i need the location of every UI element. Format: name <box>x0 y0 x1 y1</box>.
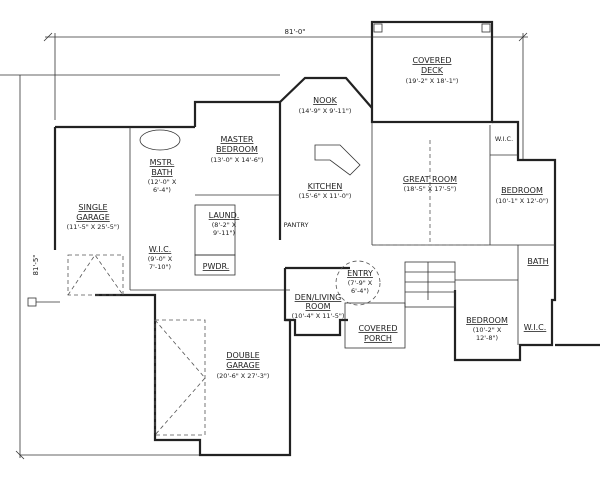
overall-depth-label: 81'-5" <box>32 254 40 275</box>
overall-width-label: 81'-0" <box>284 28 305 36</box>
room-laundry: LAUND. (8'-2" X 9'-11") <box>209 211 240 237</box>
svg-text:BEDROOM: BEDROOM <box>466 316 508 325</box>
dimension-lines <box>0 32 528 460</box>
room-double-garage: DOUBLE GARAGE (20'-6" X 27'-3") <box>217 351 270 380</box>
room-bath: BATH <box>527 257 548 266</box>
svg-text:6'-4"): 6'-4") <box>351 287 369 295</box>
svg-text:BEDROOM: BEDROOM <box>216 145 258 154</box>
svg-text:KITCHEN: KITCHEN <box>308 182 343 191</box>
svg-text:GARAGE: GARAGE <box>226 361 260 370</box>
room-bedroom-lower: BEDROOM (10'-2" X 12'-8") <box>466 316 508 342</box>
svg-text:MSTR.: MSTR. <box>150 158 175 167</box>
room-master-bedroom: MASTER BEDROOM (13'-0" X 14'-6") <box>211 135 264 164</box>
svg-text:ROOM: ROOM <box>305 302 330 311</box>
svg-text:(8'-2" X: (8'-2" X <box>212 221 237 229</box>
svg-text:(15'-6" X 11'-0"): (15'-6" X 11'-0") <box>299 192 352 200</box>
svg-text:DOUBLE: DOUBLE <box>226 351 259 360</box>
svg-text:BATH: BATH <box>151 168 172 177</box>
svg-text:(10'-4" X 11'-5"): (10'-4" X 11'-5") <box>292 312 345 320</box>
room-bedroom-right: BEDROOM (10'-1" X 12'-0") <box>496 186 549 205</box>
svg-text:DEN/LIVING: DEN/LIVING <box>295 293 342 302</box>
svg-text:(10'-2" X: (10'-2" X <box>473 326 502 334</box>
stairs <box>404 261 456 308</box>
svg-text:MASTER: MASTER <box>221 135 254 144</box>
svg-text:LAUND.: LAUND. <box>209 211 240 220</box>
room-kitchen: KITCHEN (15'-6" X 11'-0") <box>299 182 352 200</box>
svg-text:(19'-2" X 18'-1"): (19'-2" X 18'-1") <box>406 77 459 85</box>
room-single-garage: SINGLE GARAGE (11'-5" X 25'-5") <box>67 203 120 231</box>
svg-text:(14'-9" X 9'-11"): (14'-9" X 9'-11") <box>299 107 352 115</box>
svg-text:NOOK: NOOK <box>313 96 338 105</box>
room-master-bath: MSTR. BATH (12'-0" X 6'-4") <box>148 158 177 194</box>
svg-text:(11'-5" X 25'-5"): (11'-5" X 25'-5") <box>67 223 120 231</box>
room-pantry: PANTRY <box>284 221 309 229</box>
svg-text:7'-10"): 7'-10") <box>149 263 171 271</box>
svg-text:SINGLE: SINGLE <box>78 203 107 212</box>
svg-text:BEDROOM: BEDROOM <box>501 186 543 195</box>
svg-text:(13'-0" X 14'-6"): (13'-0" X 14'-6") <box>211 156 264 164</box>
svg-text:PORCH: PORCH <box>364 334 392 343</box>
svg-text:COVERED: COVERED <box>412 56 451 65</box>
svg-text:ENTRY: ENTRY <box>347 269 373 278</box>
room-powder: PWDR. <box>203 262 230 271</box>
room-wic-master: W.I.C. (9'-0" X 7'-10") <box>148 245 173 271</box>
walls <box>27 20 600 457</box>
svg-text:(12'-0" X: (12'-0" X <box>148 178 177 186</box>
svg-text:(18'-5" X 17'-5"): (18'-5" X 17'-5") <box>404 185 457 193</box>
svg-text:GARAGE: GARAGE <box>76 213 110 222</box>
svg-text:6'-4"): 6'-4") <box>153 186 171 194</box>
svg-text:(9'-0" X: (9'-0" X <box>148 255 173 263</box>
svg-text:(7'-9" X: (7'-9" X <box>348 279 373 287</box>
room-covered-deck: COVERED DECK (19'-2" X 18'-1") <box>406 56 459 85</box>
room-nook: NOOK (14'-9" X 9'-11") <box>299 96 352 115</box>
room-entry: ENTRY (7'-9" X 6'-4") <box>347 269 373 295</box>
room-wic-top: W.I.C. <box>495 135 513 143</box>
svg-text:W.I.C.: W.I.C. <box>149 245 172 254</box>
room-den: DEN/LIVING ROOM (10'-4" X 11'-5") <box>292 293 345 320</box>
svg-text:COVERED: COVERED <box>358 324 397 333</box>
svg-text:12'-8"): 12'-8") <box>476 334 498 342</box>
svg-text:9'-11"): 9'-11") <box>213 229 235 237</box>
svg-text:DECK: DECK <box>421 66 444 75</box>
room-great-room: GREAT ROOM (18'-5" X 17'-5") <box>403 175 457 193</box>
svg-text:(20'-6" X 27'-3"): (20'-6" X 27'-3") <box>217 372 270 380</box>
room-wic-lower: W.I.C. <box>524 323 547 332</box>
svg-text:GREAT ROOM: GREAT ROOM <box>403 175 457 184</box>
room-covered-porch: COVERED PORCH <box>358 324 397 343</box>
svg-text:(10'-1" X 12'-0"): (10'-1" X 12'-0") <box>496 197 549 205</box>
